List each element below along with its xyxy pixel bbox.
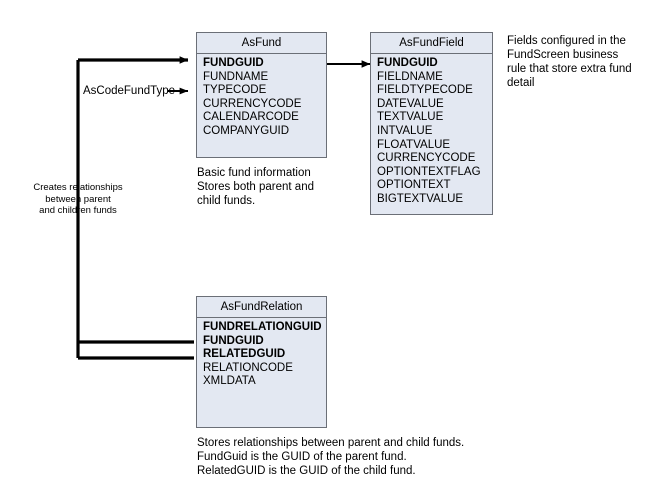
field-optiontext: OPTIONTEXT [377,179,451,192]
caption-asfundrelation: Stores relationships between parent and … [197,437,465,477]
field-textvalue: TEXTVALUE [377,111,444,124]
field-fundguid: FUNDGUID [203,334,264,347]
note-creates-relationships: Creates relationships between parent and… [33,182,123,216]
field-fundname: FUNDNAME [203,70,269,83]
field-bigtextvalue: BIGTEXTVALUE [377,192,464,205]
field-calendarcode: CALENDARCODE [203,111,299,124]
connector-fund-to-fundrelation [76,56,194,360]
entity-fields-asfund: FUNDGUID FUNDNAME TYPECODE CURRENCYCODE … [197,54,326,143]
field-currencycode: CURRENCYCODE [203,97,302,110]
field-companyguid: COMPANYGUID [203,124,290,137]
entity-table-asfund[interactable]: AsFund FUNDGUID FUNDNAME TYPECODE CURREN… [196,32,327,158]
field-fieldname: FIELDNAME [377,70,443,83]
field-fundguid: FUNDGUID [377,57,438,69]
field-fundrelationguid: FUNDRELATIONGUID [203,321,322,333]
entity-fields-asfundfield: FUNDGUID FIELDNAME FIELDTYPECODE DATEVAL… [371,54,492,211]
entity-title-asfundfield: AsFundField [371,33,492,54]
field-fundguid: FUNDGUID [203,57,264,69]
entity-table-asfundrelation[interactable]: AsFundRelation FUNDRELATIONGUID FUNDGUID… [196,296,327,428]
field-datevalue: DATEVALUE [377,97,444,110]
field-typecode: TYPECODE [203,84,267,97]
field-relationcode: RELATIONCODE [203,361,293,374]
entity-title-asfund: AsFund [197,33,326,54]
field-fieldtypecode: FIELDTYPECODE [377,84,473,97]
field-floatvalue: FLOATVALUE [377,138,451,151]
field-xmldata: XMLDATA [203,375,256,388]
entity-fields-asfundrelation: FUNDRELATIONGUID FUNDGUID RELATEDGUID RE… [197,318,326,393]
field-currencycode: CURRENCYCODE [377,152,476,165]
entity-table-asfundfield[interactable]: AsFundField FUNDGUID FIELDNAME FIELDTYPE… [370,32,493,215]
field-relatedguid: RELATEDGUID [203,348,286,361]
caption-asfund: Basic fund information Stores both paren… [197,167,314,207]
edge-label-ascodefundtype: AsCodeFundType [83,85,176,97]
field-optiontextflag: OPTIONTEXTFLAG [377,165,481,178]
entity-title-asfundrelation: AsFundRelation [197,297,326,318]
caption-asfundfield: Fields configured in the FundScreen busi… [507,35,632,89]
field-intvalue: INTVALUE [377,124,433,137]
